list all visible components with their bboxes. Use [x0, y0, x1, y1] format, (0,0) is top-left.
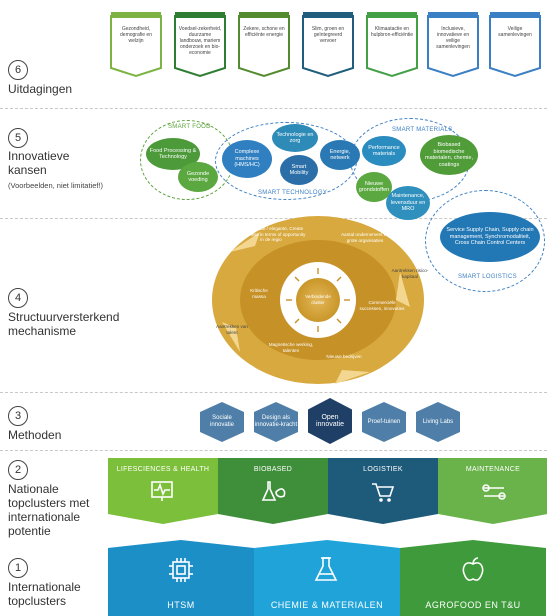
row-number-5: 5 [8, 128, 28, 148]
method-hexagon: Living Labs [416, 402, 460, 442]
national-clusters-band [108, 458, 547, 524]
challenge-text: Zekere, schone en efficiënte energie [243, 26, 285, 38]
cycle-label-risk-appetite: Risk appetite / elegante, Create awarene… [236, 226, 306, 242]
challenge-book: Gezondheid, demografie en welzijn [108, 10, 164, 78]
bubble-biobased-materialen: Biobased biomedische materialen, chemie,… [420, 135, 478, 175]
cycle-arrow [335, 370, 370, 384]
row-number-2: 2 [8, 460, 28, 480]
international-cluster-label: HTSM [167, 600, 195, 610]
cycle-arrow [396, 272, 410, 307]
method-label: Living Labs [422, 418, 454, 425]
cycle-label-risico-kapitaal: Aantrekken risico-kapitaal [391, 268, 429, 279]
challenge-book: Slim, groen en geïntegreerd vervoer [300, 10, 356, 78]
bubble-performance-materials: Performance materials [362, 136, 406, 166]
row-number-4: 4 [8, 288, 28, 308]
cycle-label-commerciele-successen: Commerciële successen, innovaties [359, 300, 405, 311]
divider [0, 392, 547, 393]
international-cluster-label: CHEMIE & MATERIALEN [270, 600, 384, 610]
cycle-label-magnetische-werking: Magnetische werking, talenten [268, 342, 314, 353]
national-cluster-label: MAINTENANCE [465, 466, 521, 473]
challenge-text: Inclusieve, innovatieve en veilige samen… [436, 26, 470, 50]
bubble-complexe-machines: Complexe machines (HMS/HC) [222, 140, 272, 178]
challenge-text: Voedsel-zekerheid, duurzame landbouw, ma… [178, 26, 222, 56]
smart-logistics-group [425, 190, 545, 292]
challenge-book: Klimaatactie en hulpbron-efficiëntie [364, 10, 420, 78]
cycle-center-label: Verbindende cluster [305, 294, 331, 305]
smart-food-label: SMART FOOD [168, 124, 211, 130]
row-note: (Voorbeelden, niet limitatief!) [8, 181, 104, 190]
monitor-heartbeat-icon [151, 481, 173, 501]
row-label-uitdagingen: Uitdagingen [8, 82, 73, 96]
method-hexagon: Proef-tuinen [362, 402, 406, 442]
row-number-6: 6 [8, 60, 28, 80]
method-label: Sociale innovatie [209, 415, 235, 428]
apple-gear-icon [462, 557, 484, 581]
method-label: Design als innovatie-kracht [254, 415, 298, 428]
beaker-icon [314, 557, 338, 581]
national-cluster-label: LOGISTIEK [363, 466, 403, 473]
smart-logistics-label: SMART LOGISTICS [458, 274, 517, 280]
wrench-icon [482, 484, 506, 500]
method-label: Open innovatie [315, 414, 345, 428]
international-cluster-panel [400, 540, 546, 616]
national-cluster-label: BIOBASED [253, 466, 293, 473]
bubble-maintenance: Maintenance, levensduur en MRO [386, 186, 430, 220]
row-number-1: 1 [8, 558, 28, 578]
smart-technology-label: SMART TECHNOLOGY [258, 190, 328, 196]
challenge-book: Voedsel-zekerheid, duurzame landbouw, ma… [172, 10, 228, 78]
cycle-label-kritische-massa: Kritische massa [250, 288, 268, 299]
challenge-book: Zekere, schone en efficiënte energie [236, 10, 292, 78]
cycle-arrow [222, 322, 240, 352]
challenge-text: Slim, groen en geïntegreerd vervoer [311, 26, 345, 44]
international-clusters-band [108, 540, 546, 616]
international-cluster-panel [254, 540, 400, 616]
row-number-3: 3 [8, 406, 28, 426]
method-hexagon: Open innovatie [308, 398, 352, 444]
mechanism-cycle [212, 216, 424, 384]
cart-icon [372, 483, 395, 502]
divider [0, 450, 547, 451]
smart-materials-label: SMART MATERIALS [392, 127, 453, 133]
challenge-book: Inclusieve, innovatieve en veilige samen… [425, 10, 481, 78]
divider [0, 108, 547, 109]
cycle-center [296, 278, 340, 322]
cycle-label-ondernemers: Aantal ondernemers en grote organisaties [341, 232, 389, 243]
divider [0, 218, 547, 219]
method-label: Proef-tuinen [367, 418, 401, 425]
bubble-energie: Energie, netwerk [320, 140, 360, 170]
method-hexagon: Sociale innovatie [200, 402, 244, 442]
national-cluster-panel [108, 458, 218, 524]
cycle-label-aantrekken-talent: Aantrekken van talent [216, 324, 248, 335]
challenge-text: Klimaatactie en hulpbron-efficiëntie [370, 26, 414, 38]
national-cluster-panel [438, 458, 547, 524]
national-cluster-panel [328, 458, 438, 524]
bubble-smart-mobility: Smart Mobility [280, 155, 318, 185]
row-label-methoden: Methoden [8, 428, 62, 442]
national-cluster-label: LIFESCIENCES & HEALTH [116, 466, 210, 473]
flask-leaf-icon [261, 481, 286, 501]
challenge-book: Veilige samenlevingen [487, 10, 543, 78]
national-cluster-panel [218, 458, 328, 524]
bubble-service-supply-chain: Service Supply Chain, Supply chain manag… [440, 212, 540, 262]
challenge-text: Veilige samenlevingen [498, 26, 532, 38]
cycle-arrow [230, 232, 260, 252]
chip-icon [169, 558, 193, 582]
bubble-technologie-zorg: Technologie en zorg [272, 124, 318, 152]
method-hexagon: Design als innovatie-kracht [254, 402, 298, 442]
challenge-text: Gezondheid, demografie en welzijn [120, 26, 152, 44]
cycle-label-nieuwe-bedrijven: Nieuwe bedrijven [326, 354, 362, 359]
international-cluster-label: AGROFOOD EN T&U [425, 600, 521, 610]
bubble-gezonde-voeding: Gezonde voeding [178, 162, 218, 192]
